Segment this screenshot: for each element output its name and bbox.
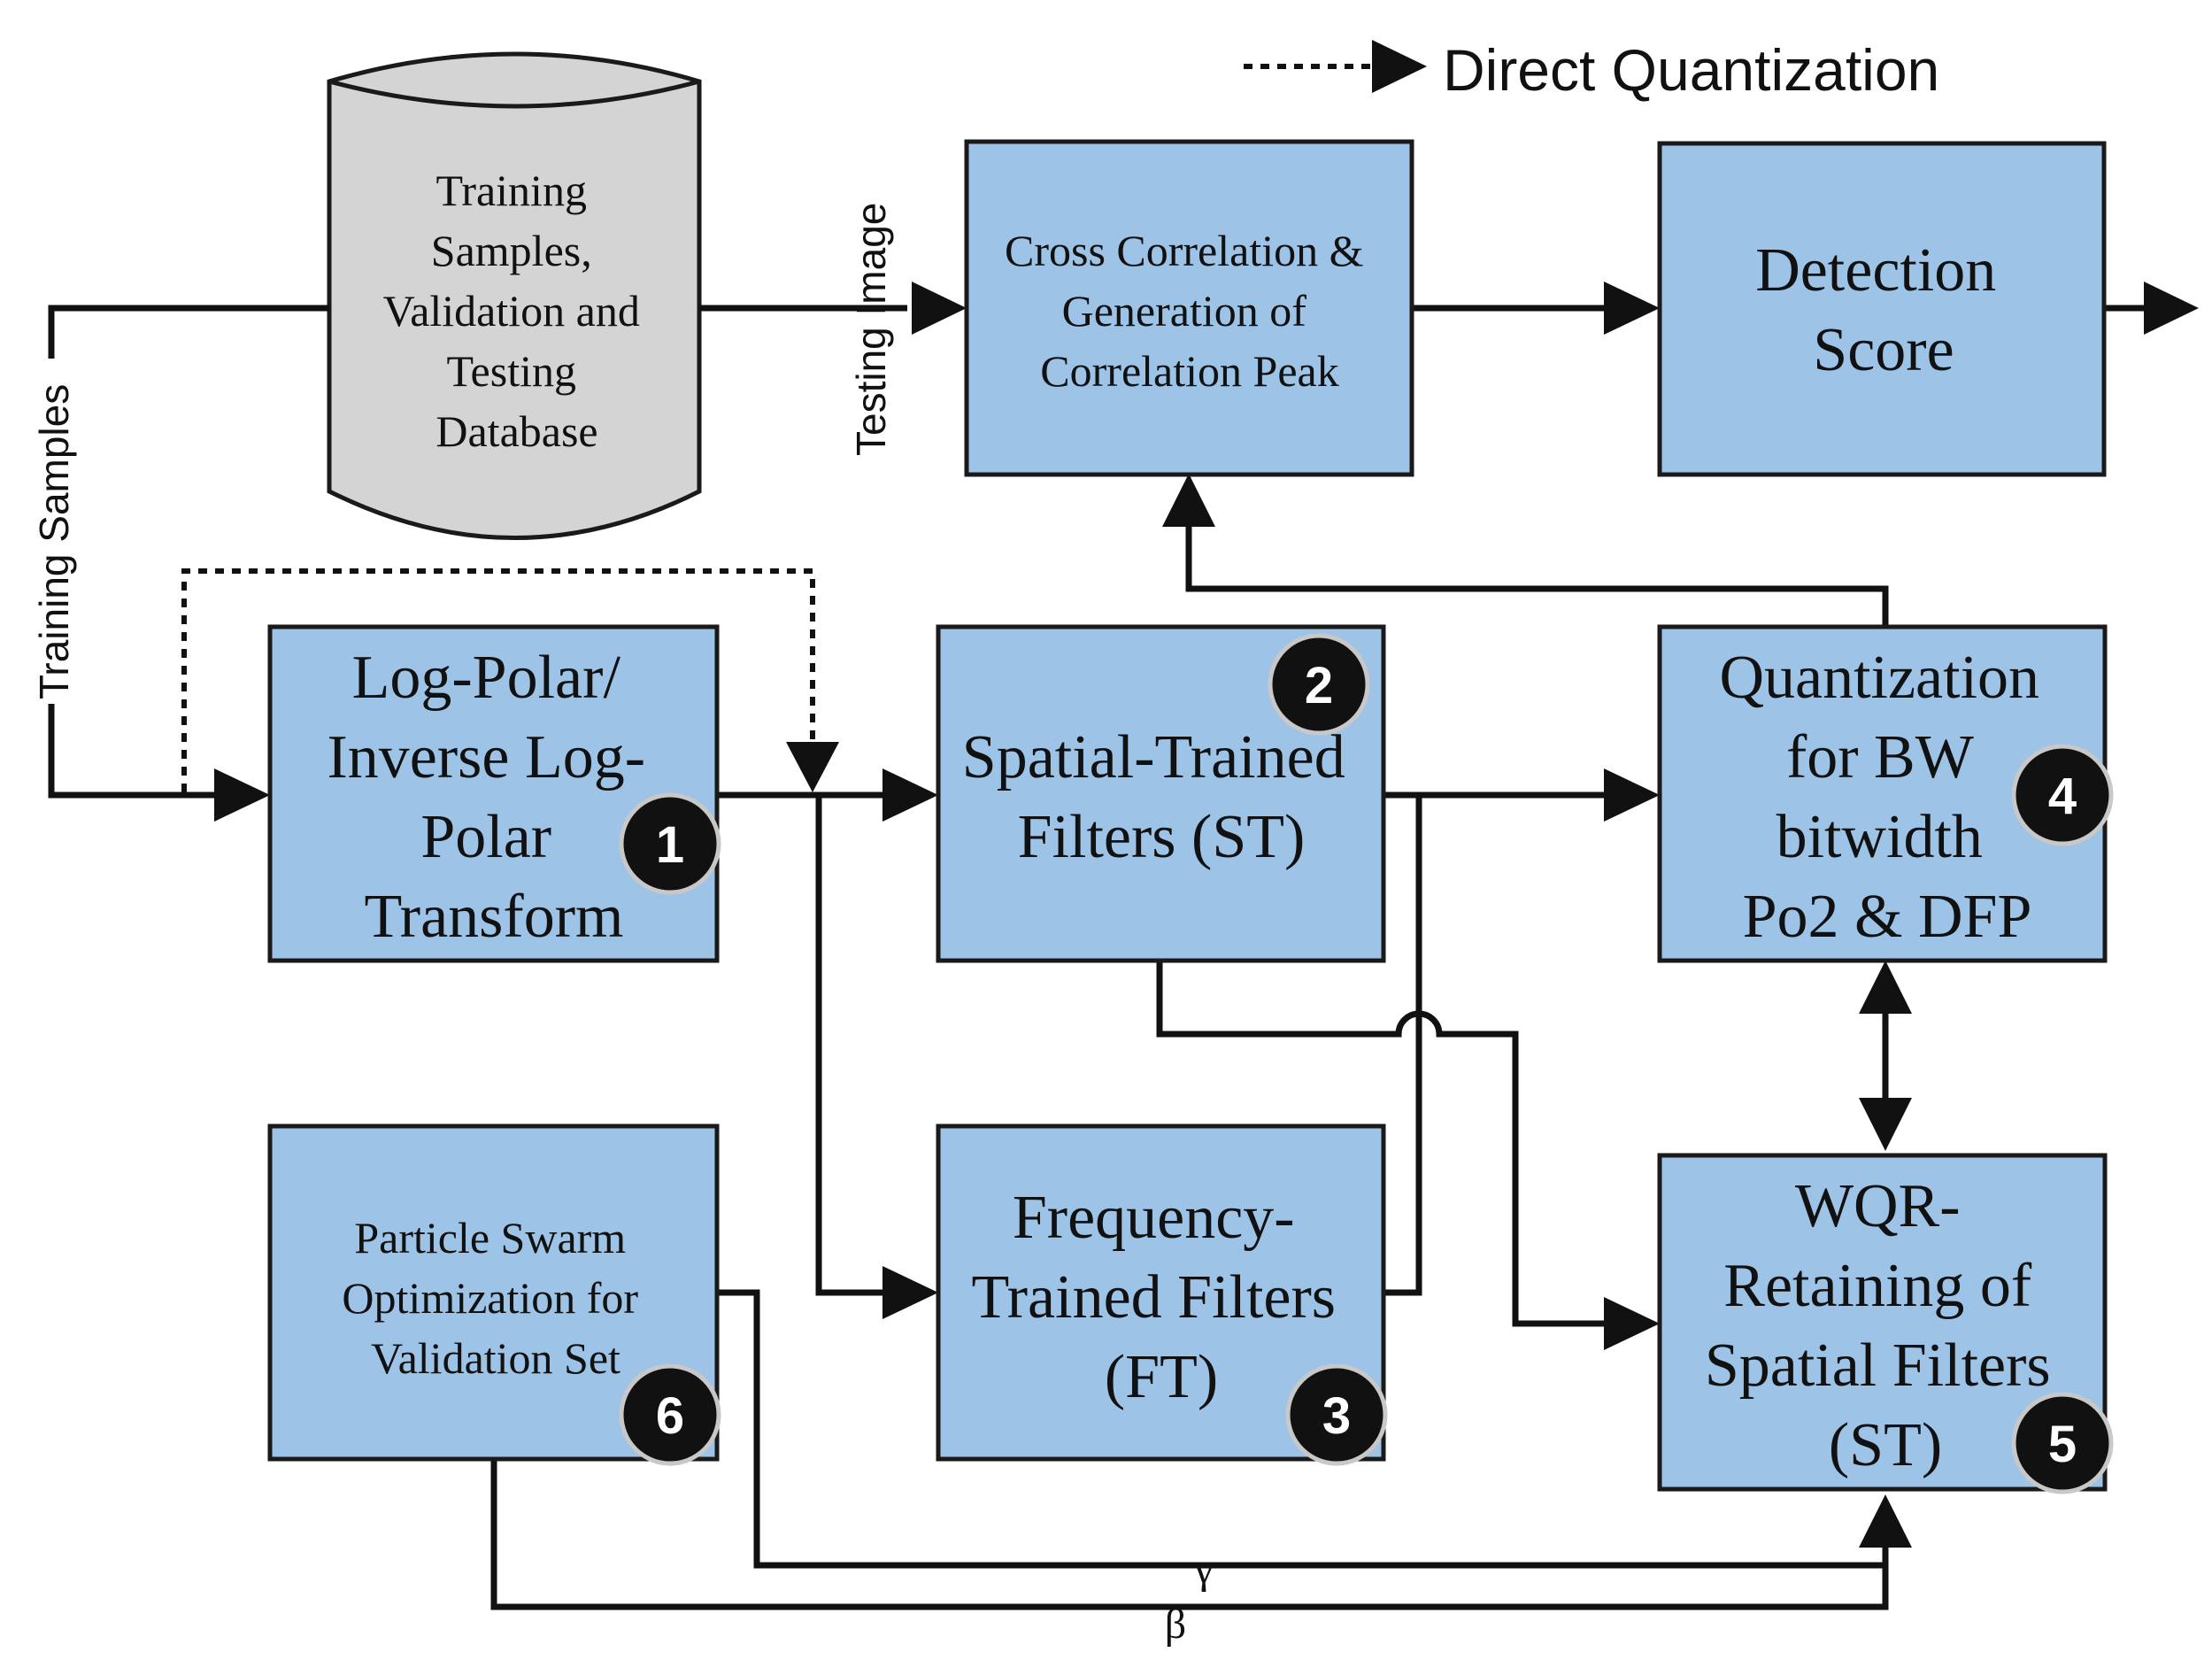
log-polar-rect — [267, 624, 720, 963]
frequency-trained-label: Frequency- Trained Filters (FT) — [971, 1184, 1351, 1411]
cross-correlation-rect — [964, 139, 1414, 477]
svg-text:6: 6 — [656, 1387, 684, 1445]
database-cylinder — [327, 51, 702, 540]
connectors — [48, 282, 2199, 1610]
arrowhead — [1604, 1297, 1660, 1350]
arrowhead — [1604, 768, 1660, 822]
step-badge-5: 5 — [2011, 1392, 2114, 1494]
ft-to-quant-line — [1383, 795, 1422, 1296]
beta-label: β — [1165, 1601, 1186, 1648]
legend-arrowhead — [1372, 40, 1427, 93]
arrowhead — [912, 282, 967, 335]
quantization-box: Quantization for BW bitwidth Po2 & DFP 4 — [1657, 624, 2114, 963]
arrowhead — [1859, 1494, 1912, 1548]
legend-label: Direct Quantization — [1443, 37, 1939, 103]
wqr-box: WQR- Retaining of Spatial Filters (ST) 5 — [1657, 1153, 2114, 1494]
detection-score-rect — [1657, 141, 2107, 477]
arrowhead — [1859, 961, 1912, 1014]
arrowhead — [882, 1266, 938, 1319]
database-label: Training Samples, Validation and Testing… — [383, 166, 651, 456]
edge-labels: Training Samples Testing Image γ β — [25, 203, 1214, 1648]
legend: Direct Quantization — [1244, 37, 1939, 103]
log-polar-label: Log-Polar/ Inverse Log- Polar Transform — [327, 644, 660, 951]
training-samples-label: Training Samples — [31, 384, 77, 699]
arrowhead — [882, 768, 938, 822]
detection-score-label: Detection Score — [1755, 236, 2012, 384]
svg-text:1: 1 — [656, 816, 684, 874]
svg-text:3: 3 — [1322, 1387, 1351, 1445]
pso-box: Particle Swarm Optimization for Validati… — [267, 1123, 721, 1466]
svg-text:4: 4 — [2048, 768, 2077, 825]
arrowhead — [786, 742, 839, 792]
testing-image-label: Testing Image — [848, 203, 894, 456]
step-badge-4: 4 — [2011, 744, 2114, 846]
cross-correlation-box: Cross Correlation & Generation of Correl… — [964, 139, 1414, 477]
st-to-wqr-line — [1156, 961, 1607, 1327]
arrowhead — [1604, 282, 1660, 335]
arrowhead — [2144, 282, 2199, 335]
wqr-label: WQR- Retaining of Spatial Filters (ST) — [1705, 1172, 2066, 1479]
svg-text:2: 2 — [1305, 657, 1333, 714]
arrowhead — [1859, 1098, 1912, 1151]
step-badge-6: 6 — [619, 1363, 721, 1466]
label-mask — [25, 359, 78, 704]
arrowhead — [214, 768, 270, 822]
cross-correlation-label: Cross Correlation & Generation of Correl… — [1005, 226, 1375, 396]
quant-to-cc-line — [1185, 522, 1889, 629]
step-badge-2: 2 — [1268, 633, 1370, 736]
beta-line — [490, 1459, 1889, 1610]
detection-score-box: Detection Score — [1657, 141, 2107, 477]
quantization-label: Quantization for BW bitwidth Po2 & DFP — [1719, 644, 2054, 951]
gamma-label: γ — [1193, 1546, 1213, 1593]
spatial-trained-box: Spatial-Trained Filters (ST) 2 — [936, 624, 1386, 963]
pso-label: Particle Swarm Optimization for Validati… — [342, 1213, 649, 1383]
log-polar-box: Log-Polar/ Inverse Log- Polar Transform … — [267, 624, 721, 963]
database: Training Samples, Validation and Testing… — [327, 51, 702, 540]
frequency-trained-box: Frequency- Trained Filters (FT) 3 — [936, 1123, 1388, 1466]
database-top-rim — [328, 79, 700, 109]
arrowhead — [1162, 474, 1215, 527]
step-badge-3: 3 — [1285, 1363, 1388, 1466]
logpolar-to-ft-line — [815, 795, 885, 1296]
svg-text:5: 5 — [2048, 1416, 2077, 1473]
step-badge-1: 1 — [619, 792, 721, 895]
spatial-trained-label: Spatial-Trained Filters (ST) — [962, 723, 1360, 871]
